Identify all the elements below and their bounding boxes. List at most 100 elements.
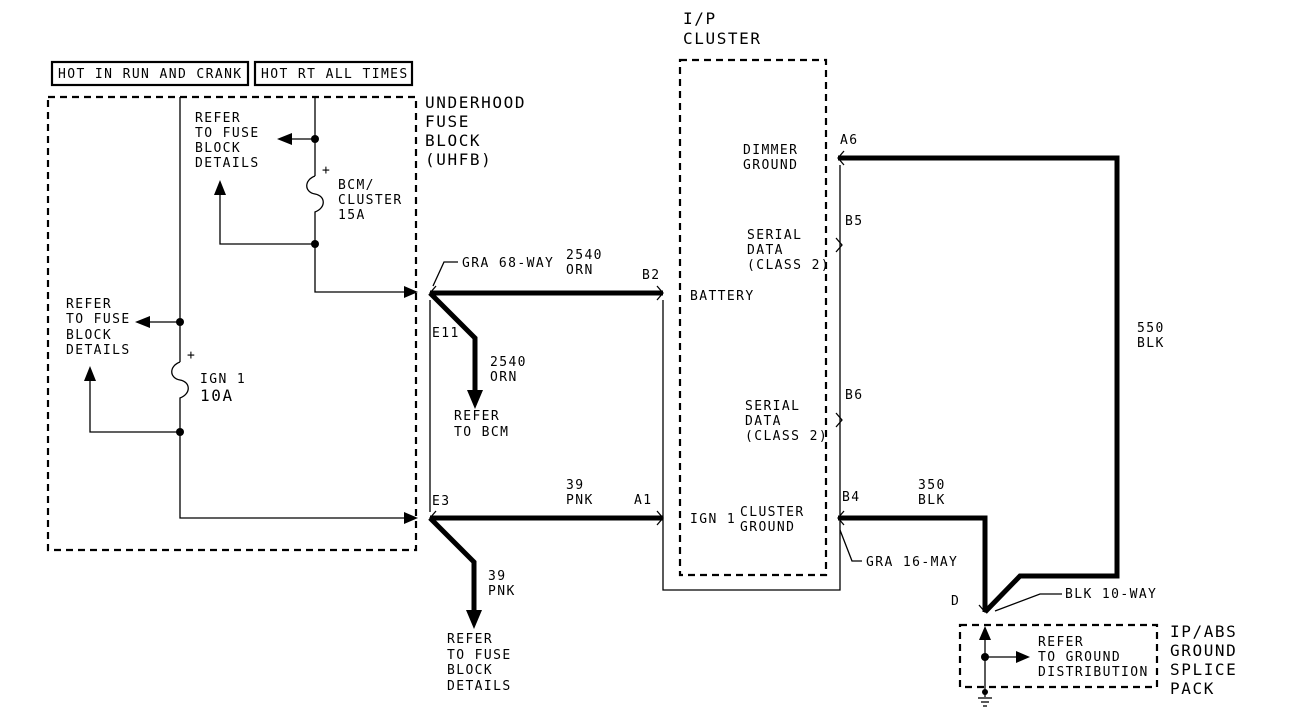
wire-circuit: 2540 bbox=[490, 355, 527, 370]
pin-label-b4: B4 bbox=[842, 490, 860, 505]
pin-label-e11: E11 bbox=[432, 326, 460, 341]
pin-label-e3: E3 bbox=[432, 494, 450, 509]
pin-label-d: D bbox=[951, 594, 960, 609]
fuse-icon bbox=[306, 175, 324, 244]
cluster-connector-name: GRA 16-MAY bbox=[866, 555, 958, 570]
pin-label-a6: A6 bbox=[840, 133, 858, 148]
ground-splice-connector-name: BLK 10-WAY bbox=[1065, 587, 1157, 602]
refer-ground-line: REFER bbox=[1038, 635, 1084, 650]
terminal-serial-data: DATA bbox=[745, 414, 782, 429]
ground-splice-pack: D BLK 10-WAY REFER TO GROUND DISTRIBUTIO… bbox=[951, 587, 1237, 707]
power-label-all-times: HOT RT ALL TIMES bbox=[253, 60, 414, 87]
ign-fuse-name: IGN 1 bbox=[200, 372, 246, 387]
ign-fuse-circuit: + IGN 1 10A REFER TO FUSE BLOCK DETAILS bbox=[66, 97, 418, 524]
refer-ground-line: TO GROUND bbox=[1038, 650, 1121, 665]
refer-left-line: BLOCK bbox=[66, 328, 112, 343]
wire-550-blk: 550 BLK bbox=[838, 155, 1165, 614]
cluster-connector: B2 A1 A6 B5 B6 B4 GRA 16-MAY bbox=[634, 133, 958, 591]
ground-splice-title: SPLICE bbox=[1170, 660, 1237, 679]
terminal-cluster-ground: CLUSTER bbox=[740, 505, 805, 520]
uhfb-title-line: (UHFB) bbox=[425, 150, 492, 169]
terminal-dimmer-ground: DIMMER bbox=[743, 143, 798, 158]
wire-circuit: 2540 bbox=[566, 248, 603, 263]
wire-2540-orn: 2540 ORN 2540 ORN REFER TO BCM bbox=[428, 248, 663, 440]
wire-circuit: 39 bbox=[488, 569, 506, 584]
arrow-up-icon bbox=[979, 626, 991, 640]
arrow-right-icon bbox=[1016, 651, 1030, 663]
refer-top-line: DETAILS bbox=[195, 156, 260, 171]
wire-circuit: 550 bbox=[1137, 321, 1165, 336]
terminal-serial-data: (CLASS 2) bbox=[745, 429, 828, 444]
connector-pin-icon bbox=[656, 285, 664, 301]
uhfb-title-line: BLOCK bbox=[425, 131, 481, 150]
refer-left-line: TO FUSE bbox=[66, 312, 131, 327]
arrow-left-icon bbox=[135, 316, 150, 328]
uhfb-title: UNDERHOOD FUSE BLOCK (UHFB) bbox=[425, 93, 526, 169]
terminal-ign: IGN 1 bbox=[690, 512, 736, 527]
uhfb-connector: GRA 68-WAY E11 E3 bbox=[429, 256, 553, 526]
terminal-dimmer-ground: GROUND bbox=[743, 158, 798, 173]
pin-label-b2: B2 bbox=[642, 268, 660, 283]
power-label-run-crank-text: HOT IN RUN AND CRANK bbox=[58, 67, 243, 82]
refer-top-line: BLOCK bbox=[195, 141, 241, 156]
refer-fuse-block-line: DETAILS bbox=[447, 679, 512, 694]
arrow-down-icon bbox=[466, 610, 482, 629]
wire-color: PNK bbox=[488, 584, 516, 599]
bcm-fuse-polarity: + bbox=[322, 163, 331, 178]
cluster-terminals: DIMMER GROUND SERIAL DATA (CLASS 2) BATT… bbox=[690, 143, 830, 535]
ground-splice-title: PACK bbox=[1170, 679, 1215, 698]
wire-color: ORN bbox=[566, 263, 594, 278]
terminal-battery: BATTERY bbox=[690, 289, 755, 304]
bcm-fuse-rating: 15A bbox=[338, 208, 366, 223]
arrow-up-icon bbox=[214, 180, 226, 195]
refer-top-line: TO FUSE bbox=[195, 126, 260, 141]
uhfb-title-line: UNDERHOOD bbox=[425, 93, 526, 112]
cluster-title-line: CLUSTER bbox=[683, 29, 762, 48]
ign-fuse-rating: 10A bbox=[200, 386, 234, 405]
fuse-icon bbox=[171, 361, 189, 432]
connector-pin-icon bbox=[835, 412, 843, 428]
wire-color: ORN bbox=[490, 370, 518, 385]
cluster-title-line: I/P bbox=[683, 9, 717, 28]
wire-350-blk: 350 BLK bbox=[838, 478, 988, 612]
refer-left-line: DETAILS bbox=[66, 343, 131, 358]
connector-pin-icon bbox=[978, 604, 992, 613]
wire-color: BLK bbox=[1137, 336, 1165, 351]
terminal-serial-data: (CLASS 2) bbox=[747, 258, 830, 273]
ground-splice-boundary bbox=[958, 623, 1159, 689]
wire-circuit: 39 bbox=[566, 478, 584, 493]
bcm-fuse-circuit: + BCM/ CLUSTER 15A REFER TO FUSE BLOCK D… bbox=[195, 97, 418, 298]
cluster-title: I/P CLUSTER bbox=[683, 9, 762, 48]
ign-fuse-polarity: + bbox=[187, 348, 196, 363]
terminal-serial-data: SERIAL bbox=[747, 228, 802, 243]
pin-label-b6: B6 bbox=[845, 388, 863, 403]
terminal-cluster-ground: GROUND bbox=[740, 520, 795, 535]
power-label-all-times-text: HOT RT ALL TIMES bbox=[261, 67, 409, 82]
arrow-right-icon bbox=[404, 286, 418, 298]
refer-left-line: REFER bbox=[66, 297, 112, 312]
arrow-right-icon bbox=[404, 512, 418, 524]
arrow-up-icon bbox=[84, 366, 96, 381]
ground-icon bbox=[978, 697, 992, 707]
pin-label-b5: B5 bbox=[845, 214, 863, 229]
wire-39-pnk: 39 PNK 39 PNK REFER TO FUSE BLOCK DETAIL… bbox=[428, 478, 663, 694]
refer-bcm-line: REFER bbox=[454, 409, 500, 424]
arrow-left-icon bbox=[277, 133, 292, 145]
terminal-serial-data: DATA bbox=[747, 243, 784, 258]
cluster-boundary bbox=[678, 58, 828, 577]
ground-splice-title: GROUND bbox=[1170, 641, 1237, 660]
wire-color: PNK bbox=[566, 493, 594, 508]
refer-top-line: REFER bbox=[195, 111, 241, 126]
refer-ground-line: DISTRIBUTION bbox=[1038, 665, 1149, 680]
uhfb-title-line: FUSE bbox=[425, 112, 470, 131]
wire-circuit: 350 bbox=[918, 478, 946, 493]
ground-splice-title: IP/ABS bbox=[1170, 622, 1237, 641]
splice-node bbox=[982, 689, 988, 695]
power-label-run-crank: HOT IN RUN AND CRANK bbox=[50, 60, 250, 87]
refer-fuse-block-line: TO FUSE bbox=[447, 648, 512, 663]
uhfb-boundary bbox=[46, 95, 418, 552]
wire-color: BLK bbox=[918, 493, 946, 508]
refer-fuse-block-line: REFER bbox=[447, 632, 493, 647]
bcm-fuse-name: BCM/ bbox=[338, 178, 375, 193]
